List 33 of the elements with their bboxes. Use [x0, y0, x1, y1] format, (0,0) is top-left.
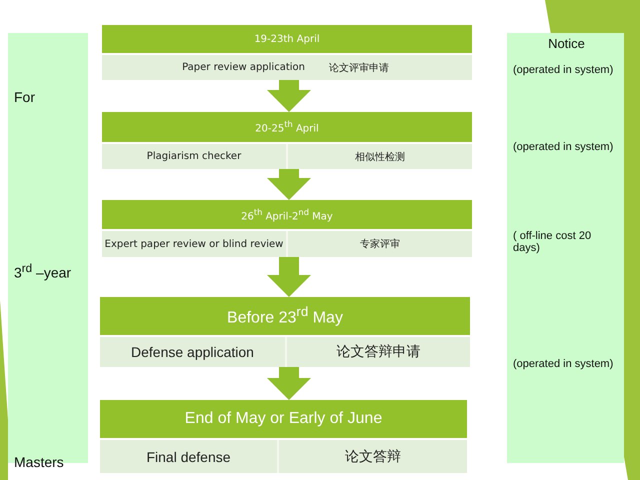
stage-table	[102, 25, 472, 80]
table-cell: Final defense	[100, 440, 277, 473]
panel-text: (operated in system)	[513, 141, 614, 153]
table-cell: 论文评审申请	[317, 55, 472, 80]
panel-text: (operated in system)	[513, 64, 614, 76]
stage-table	[102, 200, 472, 257]
table-cell: 论文答辩申请	[285, 337, 470, 367]
panel-text: ( off-line cost 20 days)	[513, 230, 592, 254]
table-cell: Expert paper review or blind review	[102, 231, 286, 257]
stage-header: Before 23$^{rd}$ May	[100, 297, 470, 335]
table-cell: Plagiarism checker	[102, 144, 286, 169]
stage-header: 20-25$^{th}$ April	[102, 112, 472, 142]
table-cell: Paper review application	[102, 55, 317, 80]
arrow	[267, 80, 311, 112]
table-cell: Defense application	[100, 337, 285, 367]
table-cell: 相似性检测	[286, 144, 472, 169]
arrow	[267, 257, 311, 297]
panel-text: (operated in system)	[513, 358, 614, 370]
table-cell: 专家评审	[286, 231, 472, 257]
panel-heading: Notice	[547, 36, 586, 51]
panel-text: 3$^{rd}$ –year	[14, 262, 72, 281]
panel-text: For	[14, 89, 36, 105]
arrow	[267, 169, 311, 200]
stage-header: End of May or Early of June	[100, 400, 467, 438]
stage-table	[102, 112, 472, 169]
arrow	[267, 367, 311, 400]
stage-table	[100, 400, 467, 473]
stage-header: 26$^{th}$ April-2$^{nd}$ May	[102, 200, 472, 229]
stage-table	[100, 297, 470, 367]
table-cell: 论文答辩	[277, 440, 467, 473]
panel-text: Masters	[14, 454, 65, 470]
stage-header: 19-23th April	[102, 25, 472, 53]
side-panel	[507, 33, 624, 463]
